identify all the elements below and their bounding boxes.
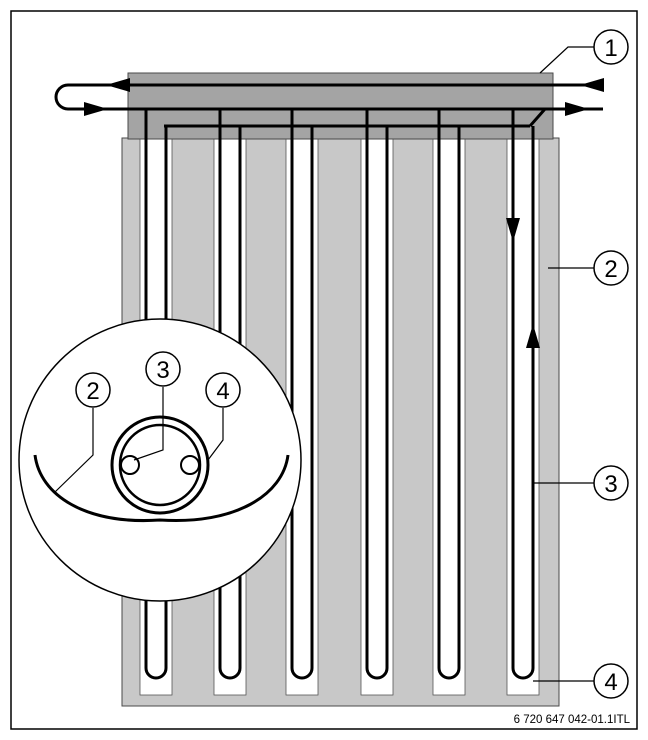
- inset-lens: 2 3 4: [18, 318, 302, 602]
- inset-leader-2: [54, 408, 94, 493]
- callout-circle-3: [593, 465, 629, 501]
- manifold: [127, 72, 554, 140]
- pipes: [54, 83, 603, 680]
- callout-label-3: 3: [604, 471, 617, 498]
- inset-callout-circle-3: [145, 351, 181, 387]
- callout-label-1: 1: [604, 35, 617, 62]
- arrow-loop-right: [84, 102, 108, 116]
- return-line: [54, 83, 603, 111]
- callout-label-2: 2: [604, 256, 617, 283]
- arrow-inlet: [580, 78, 604, 92]
- callout-label-4: 4: [604, 669, 617, 696]
- inset-callout-label-4: 4: [216, 378, 229, 405]
- flow-arrows: [84, 78, 604, 348]
- callout-circle-4: [593, 663, 629, 699]
- inset-callout-label-2: 2: [86, 378, 99, 405]
- arrow-return-left: [106, 78, 130, 92]
- arrow-down: [506, 218, 520, 242]
- figure-code: 6 720 647 042-01.1ITL: [514, 714, 631, 726]
- inset-leader-3: [133, 387, 164, 461]
- callout-circle-2: [593, 250, 629, 286]
- callout-leaders: [533, 46, 594, 682]
- inset-outer-tube: [110, 415, 210, 515]
- inset-pipe-right: [180, 455, 200, 475]
- u-tube-5: [437, 109, 461, 680]
- u-tube-3: [290, 109, 314, 680]
- inset-callout-circle-4: [205, 372, 241, 408]
- arrow-up: [526, 324, 540, 348]
- callouts: 1 2 3 4: [593, 29, 629, 699]
- inset-absorber-arc: [33, 454, 290, 523]
- u-tube-4: [365, 109, 389, 680]
- inset-leader-4: [207, 408, 224, 461]
- inset-pipe-left: [120, 455, 140, 475]
- inset-callout-label-3: 3: [156, 357, 169, 384]
- header-connector: [528, 108, 547, 127]
- callout-circle-1: [593, 29, 629, 65]
- u-tube-6: [511, 109, 535, 680]
- u-tube-2: [218, 109, 242, 680]
- leader-1: [539, 46, 594, 74]
- inset-callout-circle-2: [75, 372, 111, 408]
- u-tube-1: [144, 109, 168, 680]
- arrow-outlet: [565, 102, 589, 116]
